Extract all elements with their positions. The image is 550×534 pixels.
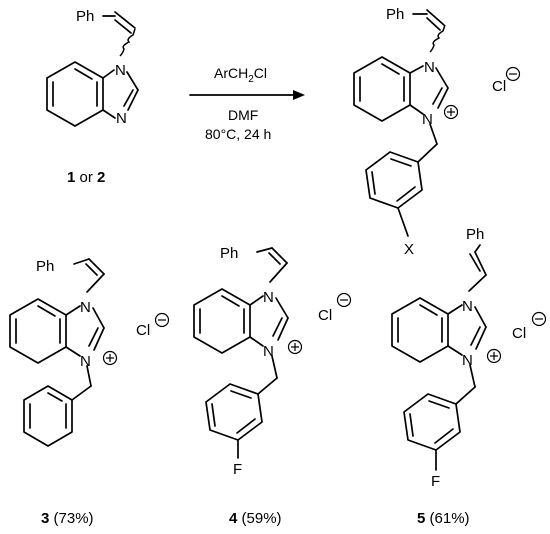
conditions-label: 80°C, 24 h	[205, 126, 271, 142]
nitrogen-label: N	[422, 111, 433, 128]
compound-yield: (73%)	[49, 510, 93, 527]
compound-yield: (59%)	[237, 510, 281, 527]
phenyl-label: Ph	[220, 245, 238, 262]
chloride-label: Cl	[318, 307, 332, 324]
product-structure	[353, 9, 521, 237]
reagent-tail: Cl	[254, 65, 267, 81]
substituent-x-label: X	[404, 241, 414, 258]
phenyl-label: Ph	[386, 6, 404, 23]
nitrogen-label: N	[263, 289, 274, 306]
nitrogen-label: N	[115, 62, 126, 79]
phenyl-label: Ph	[36, 258, 54, 275]
compound-number: 4	[229, 510, 238, 527]
fluorine-label: F	[431, 473, 440, 490]
chloride-label: Cl	[492, 78, 506, 95]
compound-3-caption: 3 (73%)	[41, 510, 94, 527]
solvent-label: DMF	[228, 107, 258, 123]
compound-number: 1	[67, 169, 75, 186]
reaction-arrow	[189, 90, 305, 100]
nitrogen-label: N	[424, 59, 435, 76]
reagent-label: ArCH2Cl	[214, 65, 267, 85]
caption-joiner: or	[75, 169, 97, 186]
compound-4-structure	[193, 247, 352, 459]
compound-number: 2	[97, 169, 105, 186]
compound-number: 3	[41, 510, 49, 527]
nitrogen-label: N	[116, 110, 127, 127]
compound-4-caption: 4 (59%)	[229, 510, 282, 527]
starting-material-structure	[46, 11, 139, 127]
compound-number: 5	[417, 510, 425, 527]
nitrogen-label: N	[263, 343, 274, 360]
compound-3-structure	[9, 258, 170, 447]
reagent-main: ArCH	[214, 65, 248, 81]
chloride-label: Cl	[136, 322, 150, 339]
starting-material-caption: 1 or 2	[67, 169, 105, 186]
nitrogen-label: N	[462, 352, 473, 369]
compound-5-structure	[391, 244, 547, 471]
compound-yield: (61%)	[425, 510, 469, 527]
reagent-subscript: 2	[248, 74, 254, 85]
fluorine-label: F	[233, 461, 242, 478]
nitrogen-label: N	[462, 298, 473, 315]
chloride-label: Cl	[512, 325, 526, 342]
phenyl-label: Ph	[466, 226, 484, 243]
phenyl-label: Ph	[76, 8, 94, 25]
nitrogen-label: N	[80, 353, 91, 370]
compound-5-caption: 5 (61%)	[417, 510, 470, 527]
nitrogen-label: N	[80, 299, 91, 316]
